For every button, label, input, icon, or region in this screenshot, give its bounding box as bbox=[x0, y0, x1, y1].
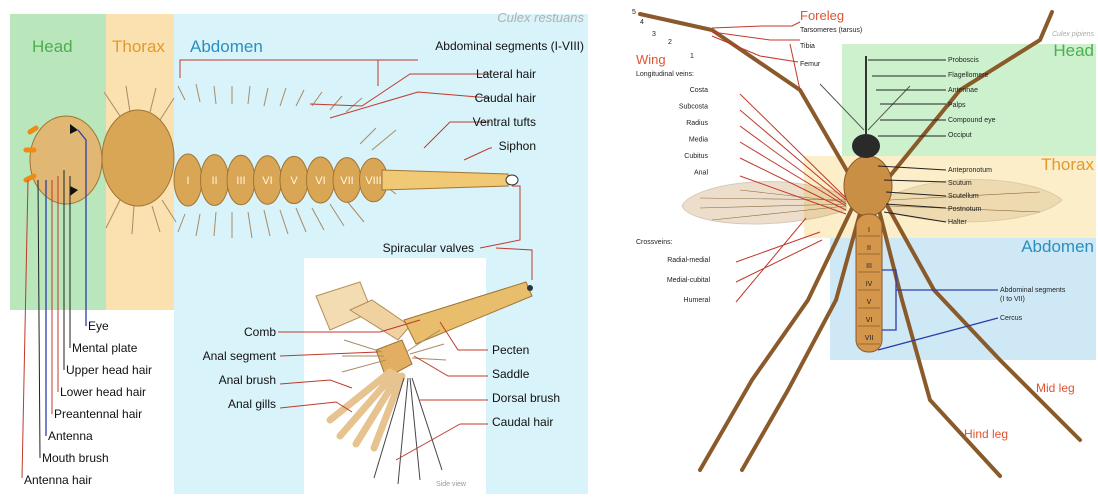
inset-left-label: Anal segment bbox=[203, 349, 277, 363]
adult-species-label: Culex pipiens bbox=[1052, 31, 1095, 38]
larva-left-label: Antenna bbox=[48, 429, 93, 443]
thorax-part-label: Scutellum bbox=[948, 193, 979, 200]
cercus-label: Cercus bbox=[1000, 315, 1023, 322]
larva-head bbox=[30, 116, 102, 204]
inset-left-label: Anal brush bbox=[219, 373, 276, 387]
inset-caption: Side view bbox=[436, 481, 467, 488]
siphon-tip bbox=[506, 175, 518, 185]
abdomen-part-label: (I to VII) bbox=[1000, 296, 1025, 303]
adult-segment-number: II bbox=[867, 245, 871, 252]
wing-title: Wing bbox=[636, 52, 666, 67]
tibia-label: Tibia bbox=[800, 43, 815, 50]
larva-right-label: Ventral tufts bbox=[473, 115, 536, 129]
adult-segment-number: VI bbox=[866, 317, 873, 324]
head-part-label: Flagellomere bbox=[948, 72, 989, 79]
inset-right-label: Caudal hair bbox=[492, 415, 553, 429]
head-title: Head bbox=[32, 37, 73, 56]
segment-number: VI bbox=[262, 175, 272, 187]
crossveins-title: Crossveins: bbox=[636, 239, 673, 246]
larva-left-label: Lower head hair bbox=[60, 385, 146, 399]
larva-left-label: Preantennal hair bbox=[54, 407, 142, 421]
segment-number: II bbox=[211, 175, 217, 187]
tarsus-number: 1 bbox=[690, 53, 694, 60]
wing-subtitle: Longitudinal veins: bbox=[636, 71, 694, 78]
femur-label: Femur bbox=[800, 61, 821, 68]
adult-panel: Head Thorax Abdomen Culex pipiens IIIIII… bbox=[632, 8, 1096, 476]
larva-right-label: Spiracular valves bbox=[383, 241, 474, 255]
adult-thorax bbox=[844, 156, 892, 216]
vein-label: Subcosta bbox=[679, 104, 708, 111]
larva-right-label: Lateral hair bbox=[476, 67, 536, 81]
thorax-part-label: Postnotum bbox=[948, 206, 982, 213]
thorax-part-label: Antepronotum bbox=[948, 167, 992, 174]
head-part-label: Compound eye bbox=[948, 117, 996, 124]
thorax-part-label: Halter bbox=[948, 219, 967, 226]
adult-head-title: Head bbox=[1053, 41, 1094, 60]
vein-label: Radius bbox=[686, 120, 708, 127]
segment-number: VIII bbox=[365, 175, 382, 187]
adult-segment-number: VII bbox=[865, 335, 874, 342]
thorax-title: Thorax bbox=[112, 37, 165, 56]
segment-number: VII bbox=[340, 175, 353, 187]
segment-number: VI bbox=[315, 175, 325, 187]
larva-left-label: Mouth brush bbox=[42, 451, 109, 465]
larva-right-label: Caudal hair bbox=[475, 91, 536, 105]
head-part-label: Antennae bbox=[948, 87, 978, 94]
inset-right-label: Pecten bbox=[492, 343, 529, 357]
abdomen-part-label: Abdominal segments bbox=[1000, 287, 1066, 294]
adult-thorax-title: Thorax bbox=[1041, 155, 1094, 174]
inset-left-label: Anal gills bbox=[228, 397, 276, 411]
larva-right-label: Siphon bbox=[499, 139, 536, 153]
segment-number: I bbox=[186, 175, 189, 187]
adult-abdomen-title: Abdomen bbox=[1021, 237, 1094, 256]
vein-label: Anal bbox=[694, 170, 708, 177]
abdomen-title: Abdomen bbox=[190, 37, 263, 56]
tarsus-number: 3 bbox=[652, 31, 656, 38]
species-label: Culex restuans bbox=[497, 10, 584, 25]
vein-label: Costa bbox=[690, 87, 708, 94]
adult-segment-number: I bbox=[868, 227, 870, 234]
inset-right-label: Saddle bbox=[492, 367, 530, 381]
crossvein-label: Medial-cubital bbox=[667, 277, 711, 284]
larva-left-label: Antenna hair bbox=[24, 473, 92, 487]
vein-label: Media bbox=[689, 137, 708, 144]
head-part-label: Occiput bbox=[948, 132, 972, 139]
head-part-label: Proboscis bbox=[948, 57, 979, 64]
inset-right-label: Dorsal brush bbox=[492, 391, 560, 405]
tarsomeres-label: Tarsomeres (tarsus) bbox=[800, 27, 862, 34]
inset-left-label: Comb bbox=[244, 325, 276, 339]
larva-left-label: Eye bbox=[88, 319, 109, 333]
adult-segment-number: III bbox=[866, 263, 872, 270]
larva-left-label: Upper head hair bbox=[66, 363, 152, 377]
head-part-label: Palps bbox=[948, 102, 966, 109]
mid-leg-label: Mid leg bbox=[1036, 381, 1075, 395]
segment-number: III bbox=[236, 175, 245, 187]
segment-number: V bbox=[290, 175, 298, 187]
larva-left-label: Mental plate bbox=[72, 341, 138, 355]
larva-right-label: Abdominal segments (I-VIII) bbox=[435, 39, 584, 53]
larva-thorax bbox=[102, 110, 174, 206]
hind-leg-label: Hind leg bbox=[964, 427, 1008, 441]
crossvein-label: Radial-medial bbox=[667, 257, 710, 264]
crossvein-label: Humeral bbox=[684, 297, 711, 304]
tarsus-number: 2 bbox=[668, 39, 672, 46]
compound-eye bbox=[852, 134, 880, 158]
tarsus-number: 4 bbox=[640, 19, 644, 26]
adult-segment-number: IV bbox=[866, 281, 873, 288]
siphon bbox=[382, 170, 508, 190]
adult-segment-number: V bbox=[867, 299, 872, 306]
tarsus-number: 5 bbox=[632, 9, 636, 16]
foreleg-title: Foreleg bbox=[800, 8, 844, 23]
vein-label: Cubitus bbox=[684, 153, 708, 160]
thorax-part-label: Scutum bbox=[948, 180, 972, 187]
